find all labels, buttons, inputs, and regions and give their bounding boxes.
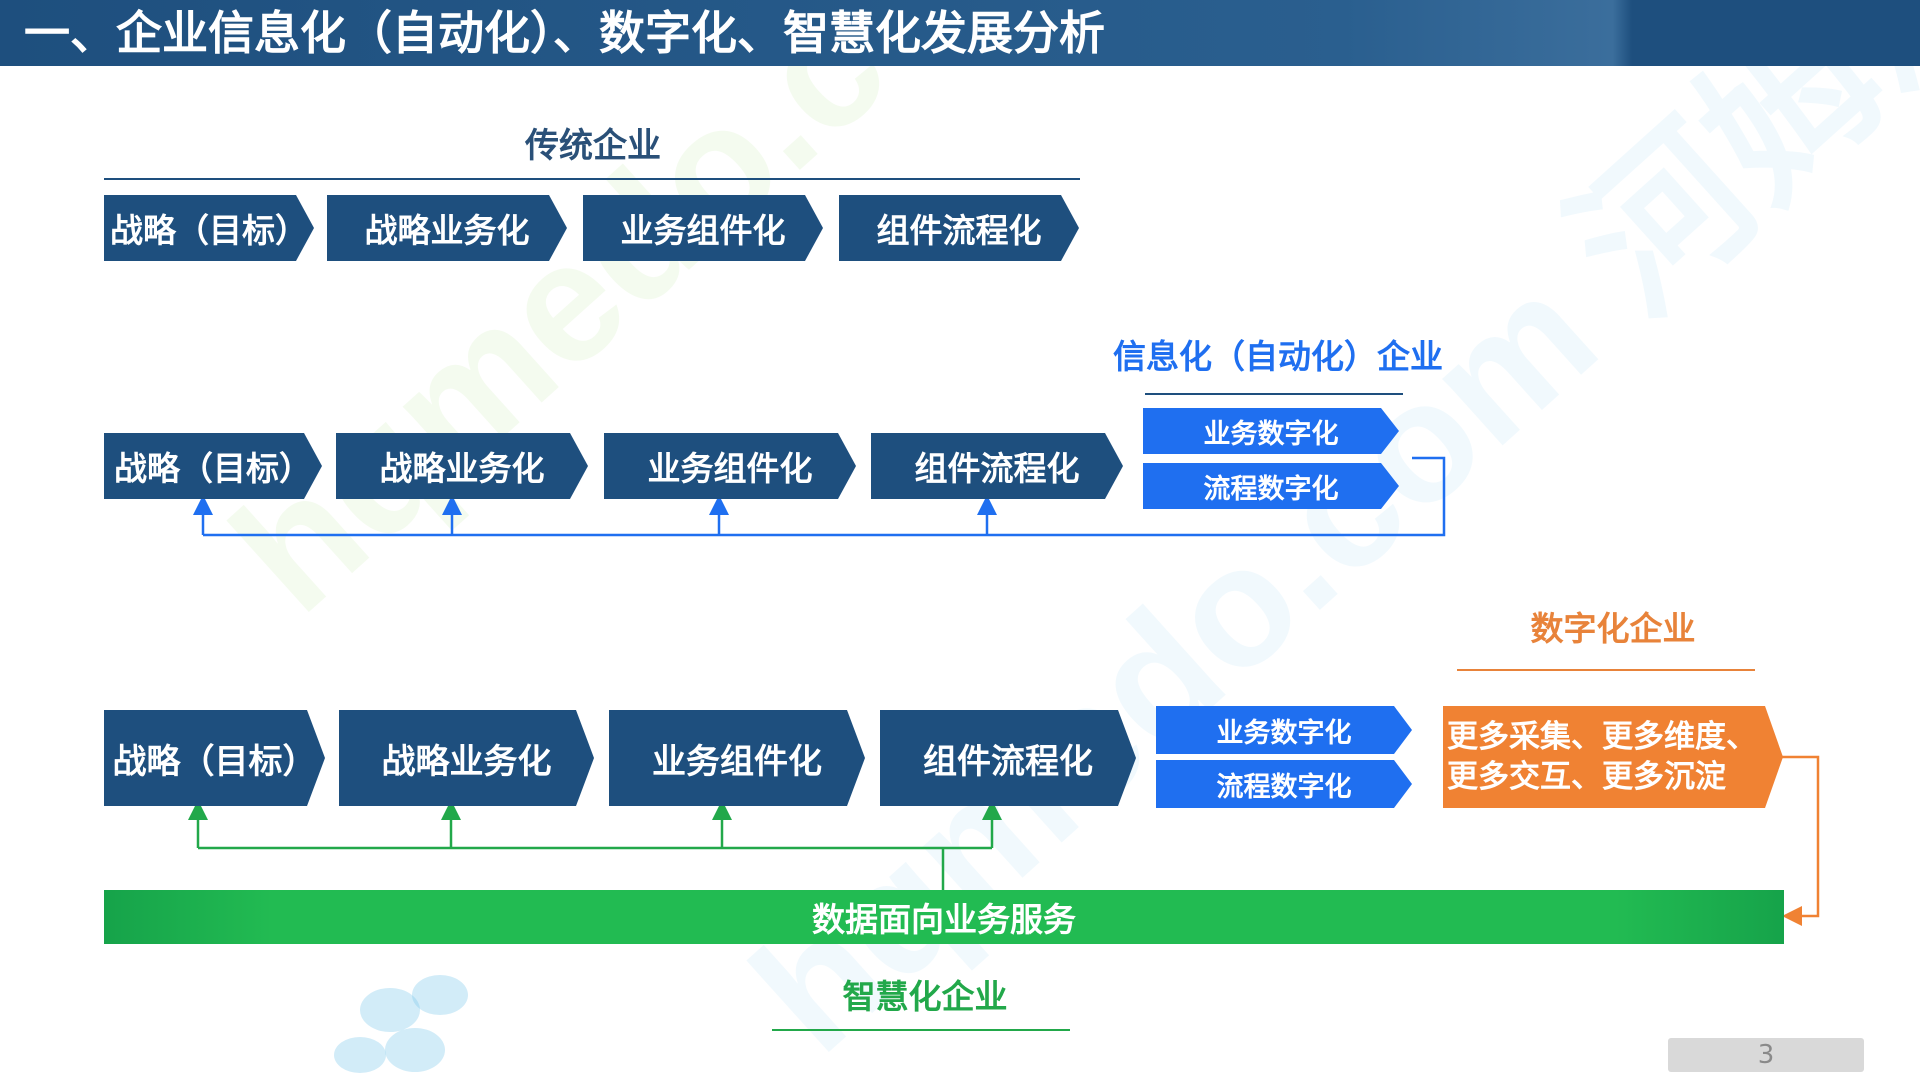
section-label-informatization: 信息化（自动化）企业 (1113, 337, 1443, 376)
section-rule-smart (772, 1029, 1070, 1031)
section-label-smart: 智慧化企业 (842, 977, 1008, 1016)
informatization-feedback-lines (193, 456, 1446, 537)
traditional-step-component-process: 组件流程化 (839, 195, 1079, 261)
section-rule-traditional (104, 178, 1080, 180)
section-rule-digital (1457, 669, 1755, 671)
digital-business-digital: 业务数字化 (1156, 706, 1412, 754)
title-bar: 一、企业信息化（自动化）、数字化、智慧化发展分析 (0, 0, 1920, 66)
traditional-step-business-component: 业务组件化 (583, 195, 823, 261)
digital-process-digital: 流程数字化 (1156, 760, 1412, 808)
digital-feedback-lines (188, 800, 1002, 890)
section-label-traditional: 传统企业 (525, 126, 661, 166)
more-data-feedback-line (1780, 755, 1820, 926)
digital-step-strategy: 战略（目标） (104, 710, 325, 806)
traditional-step-strategy-business: 战略业务化 (327, 195, 567, 261)
section-label-digital: 数字化企业 (1530, 609, 1696, 648)
informatization-step-strategy-business: 战略业务化 (336, 433, 588, 499)
informatization-step-component-process: 组件流程化 (871, 433, 1123, 499)
digital-step-strategy-business: 战略业务化 (339, 710, 594, 806)
informatization-step-strategy: 战略（目标） (104, 433, 322, 499)
informatization-business-digital: 业务数字化 (1143, 408, 1399, 454)
data-service-bar: 数据面向业务服务 (104, 890, 1784, 944)
digital-step-business-component: 业务组件化 (609, 710, 865, 806)
section-rule-informatization (1145, 393, 1403, 395)
page-title: 一、企业信息化（自动化）、数字化、智慧化发展分析 (24, 6, 1105, 60)
more-data-box: 更多采集、更多维度、更多交互、更多沉淀 (1443, 706, 1783, 808)
page-number: 3 (1668, 1038, 1864, 1072)
digital-step-component-process: 组件流程化 (880, 710, 1136, 806)
informatization-step-business-component: 业务组件化 (604, 433, 856, 499)
traditional-step-strategy: 战略（目标） (104, 195, 314, 261)
informatization-process-digital: 流程数字化 (1143, 463, 1399, 509)
